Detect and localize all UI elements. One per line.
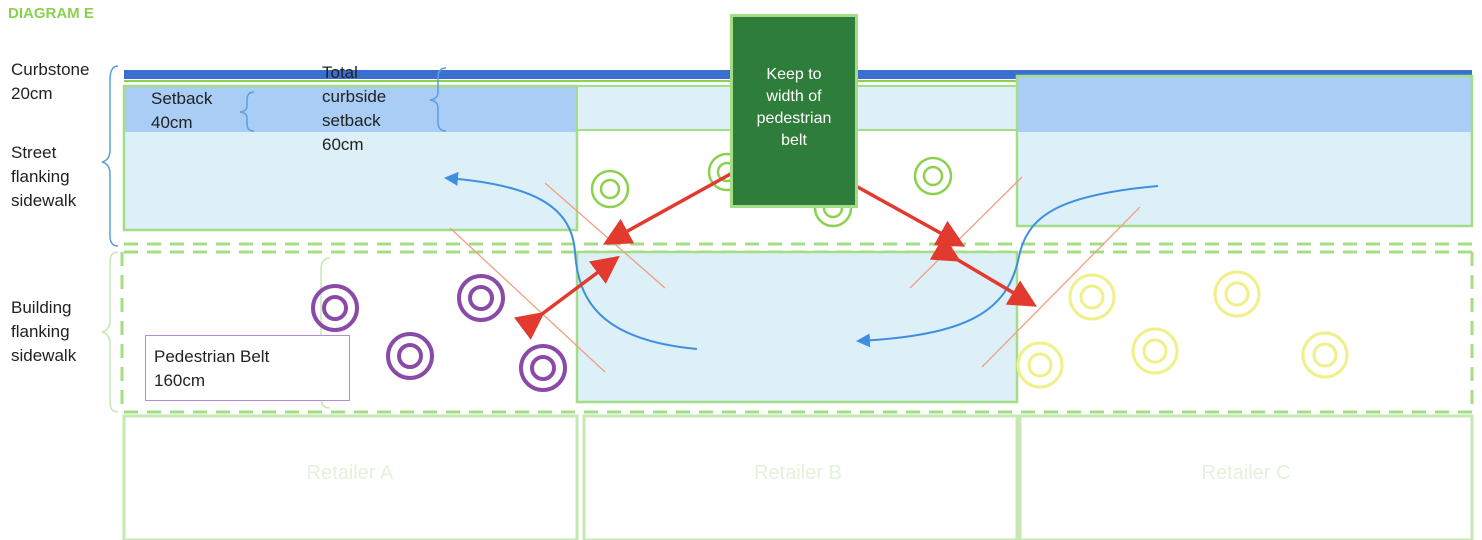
retailer-b-label: Retailer B — [754, 462, 842, 484]
table-ring — [386, 332, 434, 380]
diagonal-line — [909, 176, 1023, 289]
table-ring — [1213, 270, 1261, 318]
total-setback-label: Total curbside setback 60cm — [322, 63, 387, 154]
pedestrian-belt-label: Pedestrian Belt 160cm — [154, 347, 270, 390]
retailer-b-box — [582, 414, 1019, 540]
table-ring — [1016, 341, 1064, 389]
street-sidewalk-c — [1017, 132, 1472, 226]
segment-c-outline — [1015, 74, 1474, 228]
retailer-c-box — [1018, 414, 1474, 540]
table-ring — [457, 274, 505, 322]
diagonal-line — [981, 206, 1141, 368]
retailer-a-label: Retailer A — [306, 462, 394, 484]
building-flanking-label: Building flanking sidewalk — [11, 298, 77, 365]
retailer-a-box — [122, 414, 579, 540]
segment-a-outline — [122, 84, 579, 232]
bracket-left-street — [101, 65, 119, 247]
bracket-setback — [239, 91, 255, 132]
table-ring — [311, 284, 359, 332]
red-arrow — [602, 164, 746, 245]
retailer-c-label: Retailer C — [1201, 462, 1291, 484]
setback-label: Setback 40cm — [151, 89, 213, 132]
red-arrow — [513, 255, 620, 340]
red-arrow — [929, 235, 1038, 307]
table-ring — [1301, 331, 1349, 379]
curbstone-label: Curbstone 20cm — [11, 60, 90, 103]
table-ring — [1131, 327, 1179, 375]
table-ring — [519, 344, 567, 392]
diagram-title: DIAGRAM E — [8, 5, 94, 22]
pedestrian-belt-box — [145, 335, 350, 401]
flow-arrow — [444, 171, 698, 350]
table-ring — [1068, 273, 1116, 321]
setback-c — [1017, 76, 1472, 132]
street-flanking-label: Street flanking sidewalk — [11, 143, 77, 210]
setback-a — [124, 86, 577, 132]
table-ring — [590, 169, 630, 209]
bracket-total-setback — [429, 67, 447, 132]
callout-box: Keep to width of pedestrian belt — [730, 14, 858, 208]
bracket-left-building — [101, 251, 119, 413]
table-ring — [913, 156, 953, 196]
street-sidewalk-a — [124, 132, 577, 230]
